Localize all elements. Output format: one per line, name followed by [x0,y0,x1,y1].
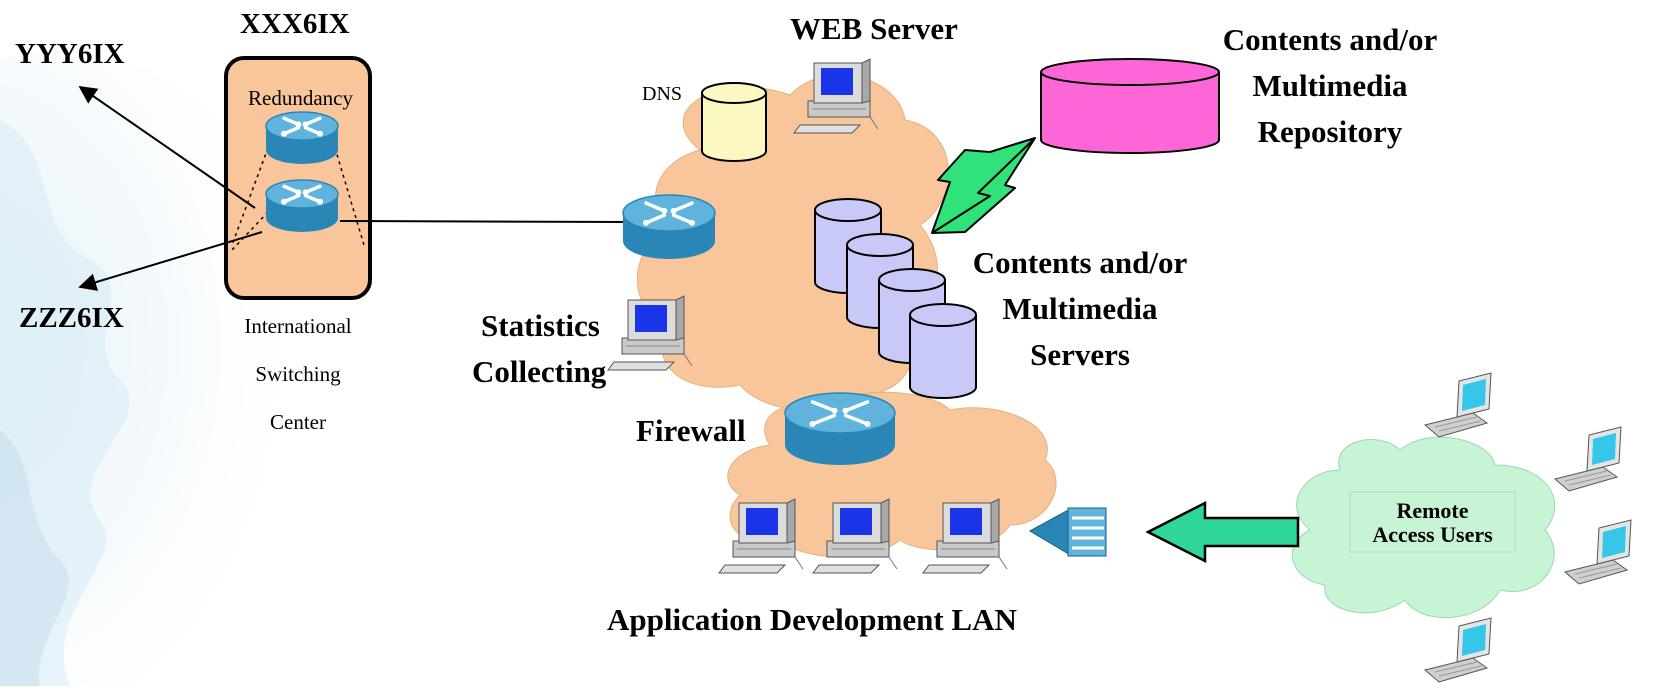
remote-label-line1: Remote [1396,498,1469,523]
repository-label-line3: Repository [1257,114,1403,149]
link-to-yyy6ix [78,85,256,209]
link-to-zzz6ix [78,231,263,291]
router-icon-firewall [784,392,896,465]
repository-icon [1040,58,1220,154]
lan-computer-icon-2 [812,498,898,574]
remote-access-server-icon [1028,507,1107,557]
isc-label-line1: International [244,314,352,338]
dns-server-icon [701,82,767,162]
isc-box [224,56,372,300]
statistics-computer-icon [607,295,693,371]
server-cylinder-4 [909,303,977,399]
redundancy-links [231,147,365,251]
router-icon-core [622,194,716,259]
router-icon-redundant [265,111,339,164]
lan-label: Application Development LAN [607,602,1017,637]
xxx6ix-label: XXX6IX [240,8,350,40]
dns-label: DNS [642,83,683,105]
lightning-bolt-icon [931,137,1036,234]
isc-label-line3: Center [270,410,326,434]
repository-label-line1: Contents and/or [1222,22,1438,57]
repository-label-line2: Multimedia [1252,68,1408,103]
isc-to-network-link [339,220,631,223]
statistics-label-line2: Collecting [472,354,607,389]
servers-label-line3: Servers [1030,337,1130,372]
yyy6ix-label: YYY6IX [15,38,125,70]
remote-laptop-icon-3 [1563,519,1632,585]
isc-label-line2: Switching [255,362,341,386]
zzz6ix-label: ZZZ6IX [19,302,124,334]
servers-label-line1: Contents and/or [972,245,1188,280]
servers-label-line2: Multimedia [1002,291,1158,326]
lan-computer-icon-1 [718,498,804,574]
lan-computer-icon-3 [922,498,1008,574]
remote-laptop-icon-2 [1553,426,1622,492]
firewall-label: Firewall [636,413,746,448]
remote-label-line2: Access Users [1372,522,1493,547]
redundancy-label: Redundancy [248,86,353,110]
router-icon-primary [265,179,339,232]
web-server-computer-icon [793,58,879,134]
remote-laptop-icon-1 [1423,372,1492,438]
remote-access-arrow [1145,500,1300,564]
web-server-label: WEB Server [790,11,958,46]
statistics-label-line1: Statistics [481,308,600,343]
multimedia-servers-icon [814,198,977,399]
remote-laptop-icon-4 [1423,617,1492,683]
